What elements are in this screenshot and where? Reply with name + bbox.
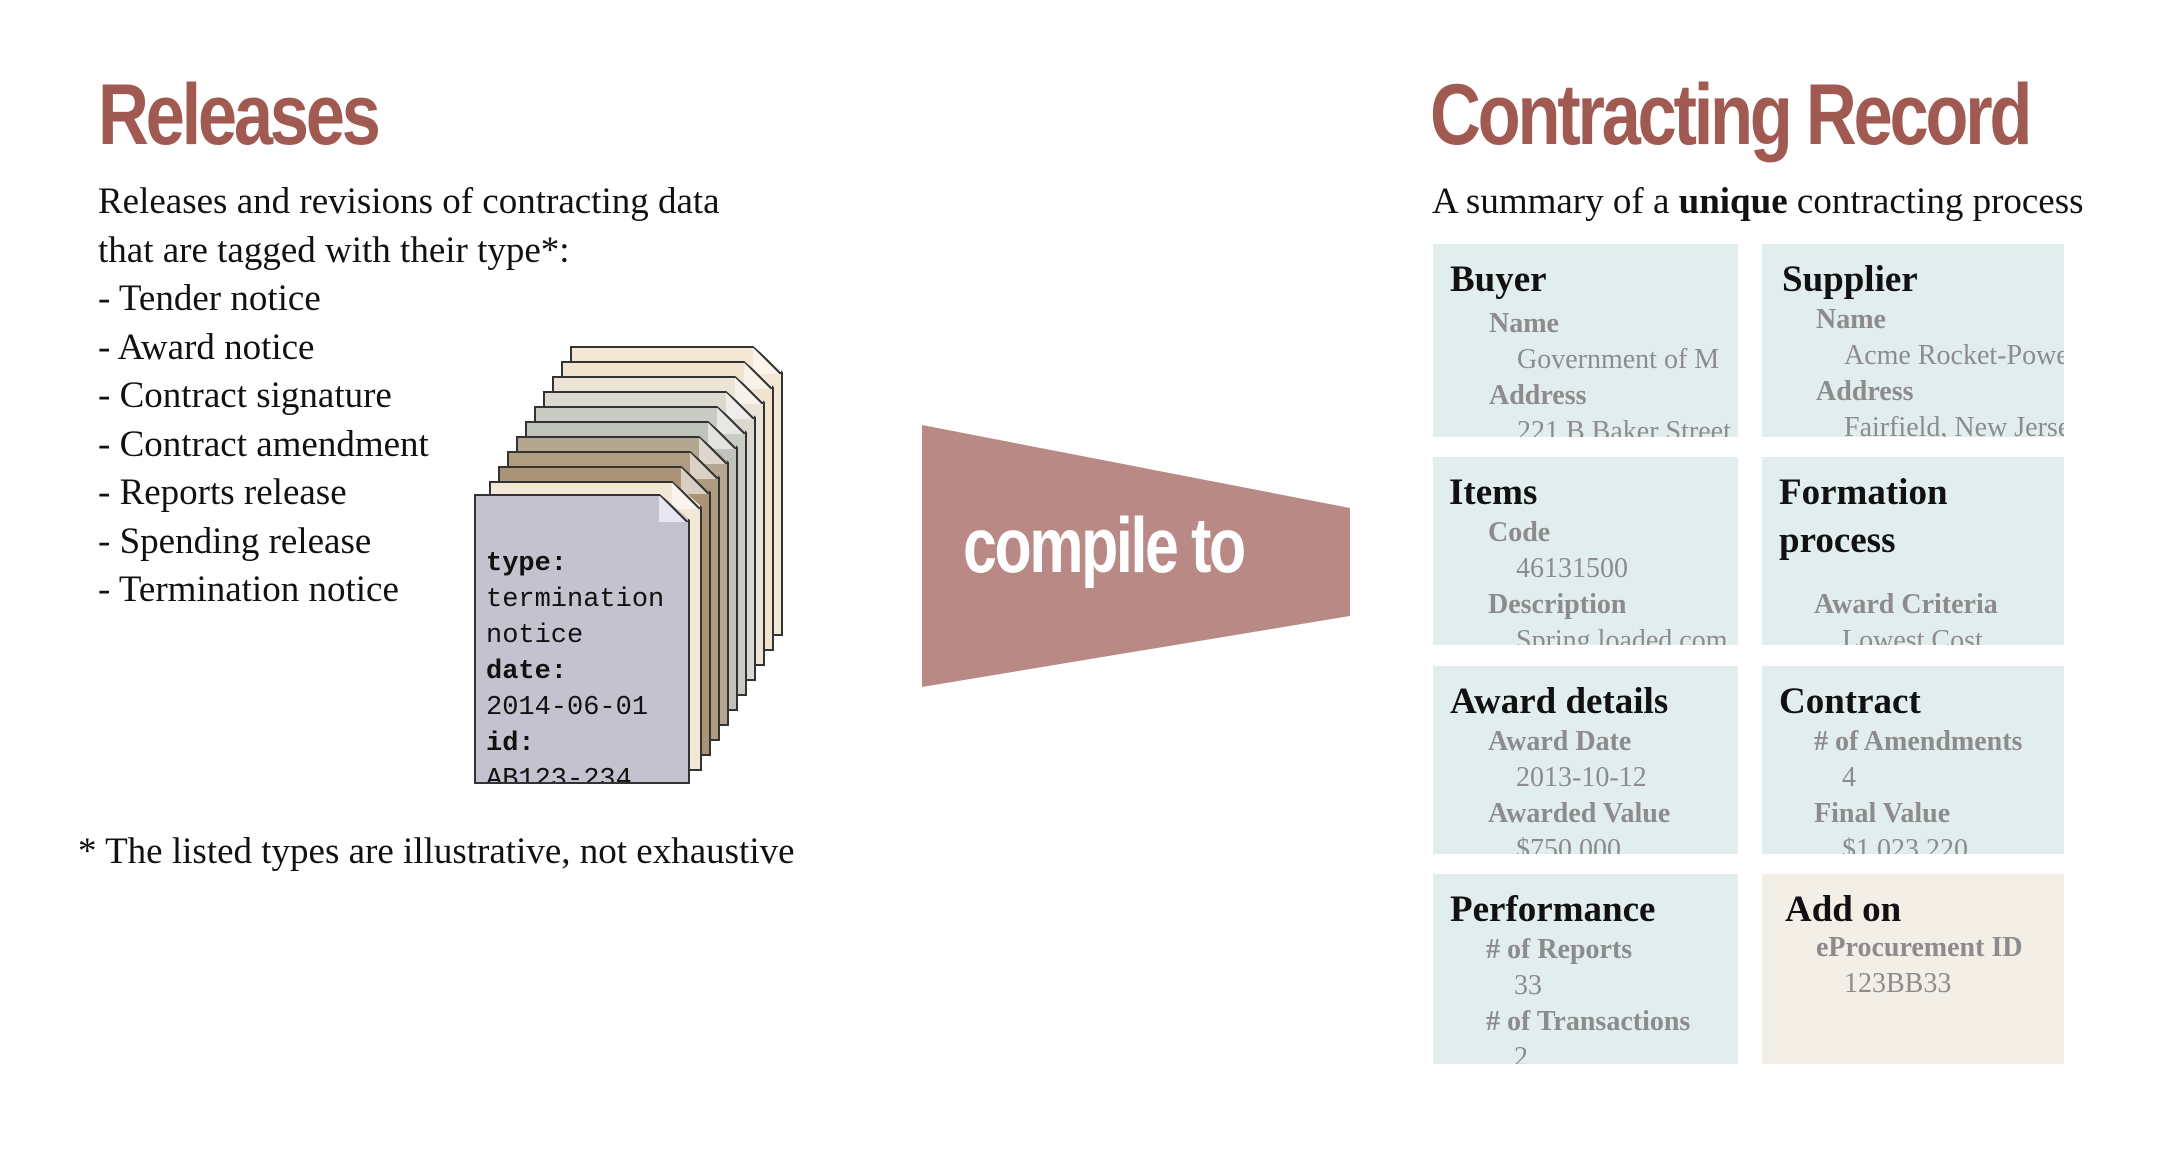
amendments-value: 4 <box>1842 762 1856 793</box>
footnote: * The listed types are illustrative, not… <box>78 831 795 872</box>
award-criteria-value: Lowest Cost <box>1842 625 1983 645</box>
contracting-record-heading: Contracting Record <box>1430 67 2032 163</box>
supplier-name-label: Name <box>1816 304 1886 335</box>
award-date-label: Award Date <box>1488 726 1632 757</box>
compile-arrow-label: compile to <box>963 501 1246 589</box>
transactions-count-label: # of Transactions <box>1486 1006 1691 1037</box>
award-criteria-label: Award Criteria <box>1814 589 1998 620</box>
release-type-item: - Tender notice <box>98 278 321 319</box>
buyer-title: Buyer <box>1450 259 1547 300</box>
supplier-address-value: Fairfield, New Jersey <box>1844 412 2064 437</box>
release-type-item: - Award notice <box>98 326 315 368</box>
items-code-value: 46131500 <box>1516 553 1628 584</box>
card-id-value: AB123-234 <box>486 765 632 784</box>
formation-process-box: Formation process Award Criteria Lowest … <box>1762 457 2064 645</box>
release-card-front: type: termination notice date: 2014-06-0… <box>474 494 690 784</box>
releases-heading: Releases <box>98 67 381 163</box>
reports-count-label: # of Reports <box>1486 934 1633 965</box>
buyer-box: Buyer Name Government of M Address 221 B… <box>1433 244 1738 437</box>
add-on-title: Add on <box>1785 889 1902 930</box>
card-id-key: id: <box>486 729 535 759</box>
buyer-name-value: Government of M <box>1517 344 1720 375</box>
release-type-item: - Reports release <box>98 472 347 513</box>
supplier-title: Supplier <box>1782 259 1918 300</box>
card-type-value-1: termination <box>486 585 665 615</box>
buyer-address-value: 221 B Baker Street <box>1517 416 1731 437</box>
release-type-item: - Termination notice <box>98 569 399 610</box>
award-details-box: Award details Award Date 2013-10-12 Awar… <box>1433 666 1738 854</box>
release-type-item: - Contract amendment <box>98 423 429 465</box>
supplier-address-label: Address <box>1816 376 1914 407</box>
eprocurement-id-label: eProcurement ID <box>1816 932 2023 963</box>
card-type-key: type: <box>486 549 568 579</box>
amendments-label: # of Amendments <box>1814 726 2023 757</box>
card-date-value: 2014-06-01 <box>486 693 649 723</box>
card-date-key: date: <box>486 657 568 687</box>
summary-suffix: contracting process <box>1787 181 2084 222</box>
eprocurement-id-value: 123BB33 <box>1844 968 1952 999</box>
contract-title: Contract <box>1779 681 1921 722</box>
award-date-value: 2013-10-12 <box>1516 762 1647 793</box>
performance-box: Performance # of Reports 33 # of Transac… <box>1433 874 1738 1064</box>
contract-box: Contract # of Amendments 4 Final Value $… <box>1762 666 2064 854</box>
items-description-label: Description <box>1488 589 1627 620</box>
final-value-value: $1,023,220 <box>1842 834 1968 854</box>
record-summary: A summary of a unique contracting proces… <box>1432 180 2084 223</box>
intro-line-2: that are tagged with their type*: <box>98 229 570 271</box>
performance-title: Performance <box>1450 889 1656 930</box>
buyer-address-label: Address <box>1489 380 1587 411</box>
card-type-value-2: notice <box>486 621 584 651</box>
compile-arrow-shape <box>922 425 1350 687</box>
release-type-item: - Contract signature <box>98 375 392 416</box>
transactions-count-value: 2 <box>1514 1042 1528 1064</box>
supplier-box: Supplier Name Acme Rocket-Powered Addres… <box>1762 244 2064 437</box>
release-card-text: type: termination notice date: 2014-06-0… <box>486 546 665 784</box>
supplier-name-value: Acme Rocket-Powered <box>1844 340 2064 371</box>
awarded-value-label: Awarded Value <box>1488 798 1671 829</box>
reports-count-value: 33 <box>1514 970 1542 1001</box>
summary-emphasis: unique <box>1678 181 1788 222</box>
items-code-label: Code <box>1488 517 1551 548</box>
formation-process-title: Formation process <box>1779 472 1948 561</box>
items-title: Items <box>1449 472 1538 513</box>
releases-description: Releases and revisions of contracting da… <box>98 178 720 615</box>
items-box: Items Code 46131500 Description Spring l… <box>1433 457 1738 645</box>
buyer-name-label: Name <box>1489 308 1559 339</box>
intro-line-1: Releases and revisions of contracting da… <box>98 181 720 222</box>
summary-prefix: A summary of a <box>1432 181 1679 222</box>
release-type-item: - Spending release <box>98 520 372 562</box>
add-on-box: Add on eProcurement ID 123BB33 <box>1762 874 2064 1064</box>
items-description-value: Spring loaded com <box>1516 625 1728 645</box>
final-value-label: Final Value <box>1814 798 1951 829</box>
awarded-value-value: $750,000 <box>1516 834 1621 854</box>
award-details-title: Award details <box>1450 681 1669 722</box>
